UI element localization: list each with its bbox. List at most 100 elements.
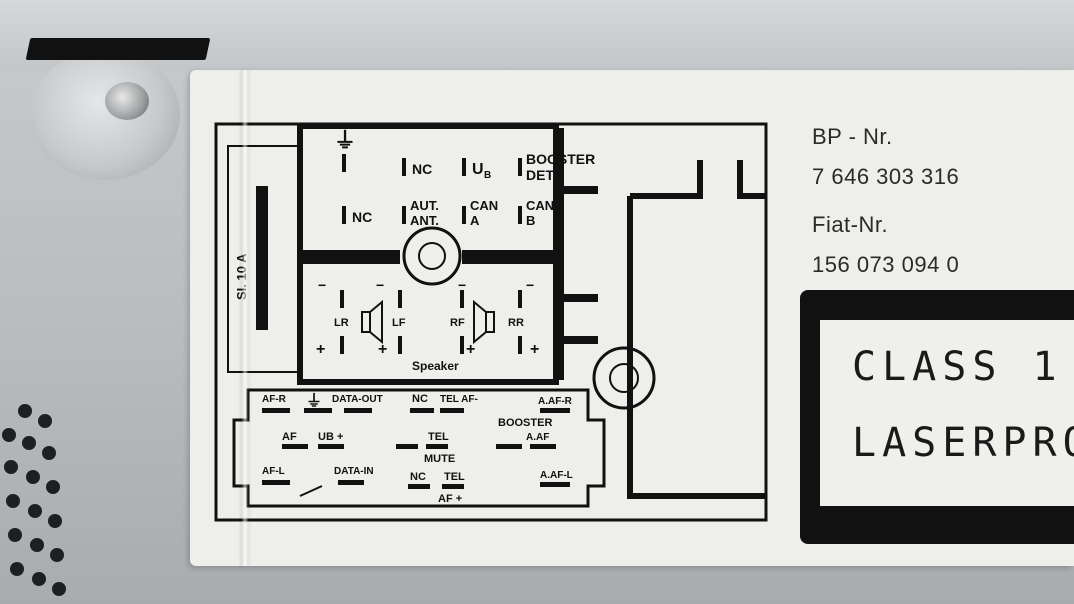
pin-lr-minus [340, 290, 344, 308]
bp-number: 7 646 303 316 [812, 164, 960, 189]
pin-ub [462, 158, 466, 176]
speaker-minus-3: − [458, 277, 466, 293]
lower-connector-frame [232, 388, 606, 508]
speaker-label-lr: LR [334, 317, 349, 329]
bottom-data-in: DATA-IN [334, 466, 374, 477]
bottom-booster: BOOSTER [498, 417, 552, 429]
pin-af-l [262, 480, 290, 485]
pin-data-out [344, 408, 372, 413]
pin-booster [496, 444, 522, 449]
pin-label-ub-sub: B [484, 170, 491, 181]
pin-label-nc2: NC [352, 209, 372, 225]
right-notch-b [737, 160, 766, 199]
pin-label-can-a: CAN [470, 198, 498, 213]
bottom-tel-af: TEL AF- [440, 394, 478, 405]
bp-label: BP - Nr. [812, 124, 893, 149]
pin-tel [426, 444, 448, 449]
speaker-minus-2: − [376, 277, 384, 293]
pin-lr-plus [340, 336, 344, 354]
pin-label-can-b: CAN [526, 198, 554, 213]
pin-mute-gnd [396, 444, 418, 449]
locating-ring [402, 226, 462, 286]
ground-icon: ⏚ [334, 128, 356, 153]
speaker-icon-left [361, 299, 383, 345]
laser-product-text: LASERPRO [852, 420, 1074, 466]
pin-aut-ant [402, 206, 406, 224]
pin-label-ub: U [472, 161, 484, 178]
bottom-af-gnd: AF [282, 431, 297, 443]
pin-nc-1 [402, 158, 406, 176]
bottom-af-l: AF-L [262, 466, 285, 477]
right-notch-a [630, 160, 703, 199]
speaker-plus-3: + [466, 341, 475, 358]
speaker-minus-4: − [526, 277, 534, 293]
speaker-plus-4: + [530, 341, 539, 358]
mounting-boss [30, 50, 180, 180]
speaker-caption: Speaker [412, 359, 459, 373]
laser-warning-box: CLASS 1 LASERPRO [800, 290, 1074, 544]
pin-label-aut: AUT. [410, 198, 439, 213]
locating-ring-inner [418, 242, 446, 270]
bottom-a-af: A.AF [526, 432, 549, 443]
pin-can-b [518, 206, 522, 224]
bottom-af-r: AF-R [262, 394, 287, 405]
bottom-nc-b: NC [410, 471, 426, 483]
right-frame-path [627, 196, 766, 499]
pin-label-ant: ANT. [410, 213, 439, 228]
notch-1 [564, 186, 598, 194]
pin-nc-a [410, 408, 434, 413]
bottom-mute: MUTE [424, 453, 455, 465]
pin-label-can-b-2: B [526, 213, 535, 228]
pin-lf-plus [398, 336, 402, 354]
pin-nc-2 [342, 206, 346, 224]
pin-ground [342, 154, 346, 172]
pin-booster-det [518, 158, 522, 176]
bottom-tel: TEL [428, 431, 449, 443]
pin-lf-minus [398, 290, 402, 308]
pin-label-nc: NC [412, 161, 432, 177]
pin-tel-b [442, 484, 464, 489]
pin-ub-plus [318, 444, 344, 449]
speaker-minus-1: − [318, 277, 326, 293]
speaker-label-rf: RF [450, 317, 465, 329]
pin-af-r [262, 408, 290, 413]
bottom-af-plus: AF + [438, 493, 462, 505]
pin-nc-b [408, 484, 430, 489]
bottom-ub-plus: UB + [318, 431, 343, 443]
pin-rf-minus [460, 290, 464, 308]
fuse-bar [256, 186, 268, 330]
bottom-tel-b: TEL [444, 471, 465, 483]
pin-a-af [530, 444, 556, 449]
screw-icon [105, 82, 149, 120]
switch-symbol [299, 485, 323, 497]
laser-class-text: CLASS 1 [852, 344, 1063, 390]
ventilation-holes [0, 400, 70, 604]
pin-data-in [338, 480, 364, 485]
bottom-a-af-r: A.AF-R [538, 396, 573, 407]
pin-label-can-a-2: A [470, 213, 480, 228]
bottom-data-out: DATA-OUT [332, 394, 383, 405]
pin-label-det: DET [526, 167, 554, 183]
fiat-number: 156 073 094 0 [812, 252, 960, 277]
pin-rr-minus [518, 290, 522, 308]
bottom-nc-a: NC [412, 393, 428, 405]
pin-af-gnd [282, 444, 308, 449]
pin-a-af-r [540, 408, 570, 413]
fiat-label: Fiat-Nr. [812, 212, 889, 237]
pin-rf-plus [460, 336, 464, 354]
pin-can-a [462, 206, 466, 224]
divider-right [462, 250, 558, 264]
notch-2 [564, 294, 598, 302]
divider-left [300, 250, 400, 264]
pin-ground-2 [304, 408, 332, 413]
pin-tel-af [440, 408, 464, 413]
speaker-label-rr: RR [508, 317, 524, 329]
bottom-ground-icon: ⏚ [306, 392, 322, 410]
pin-rr-plus [518, 336, 522, 354]
right-ring [592, 346, 656, 410]
label-crease [238, 70, 252, 566]
bottom-a-af-l: A.AF-L [540, 470, 573, 481]
laser-warning-panel: CLASS 1 LASERPRO [820, 320, 1074, 506]
right-ring-inner [609, 363, 639, 393]
